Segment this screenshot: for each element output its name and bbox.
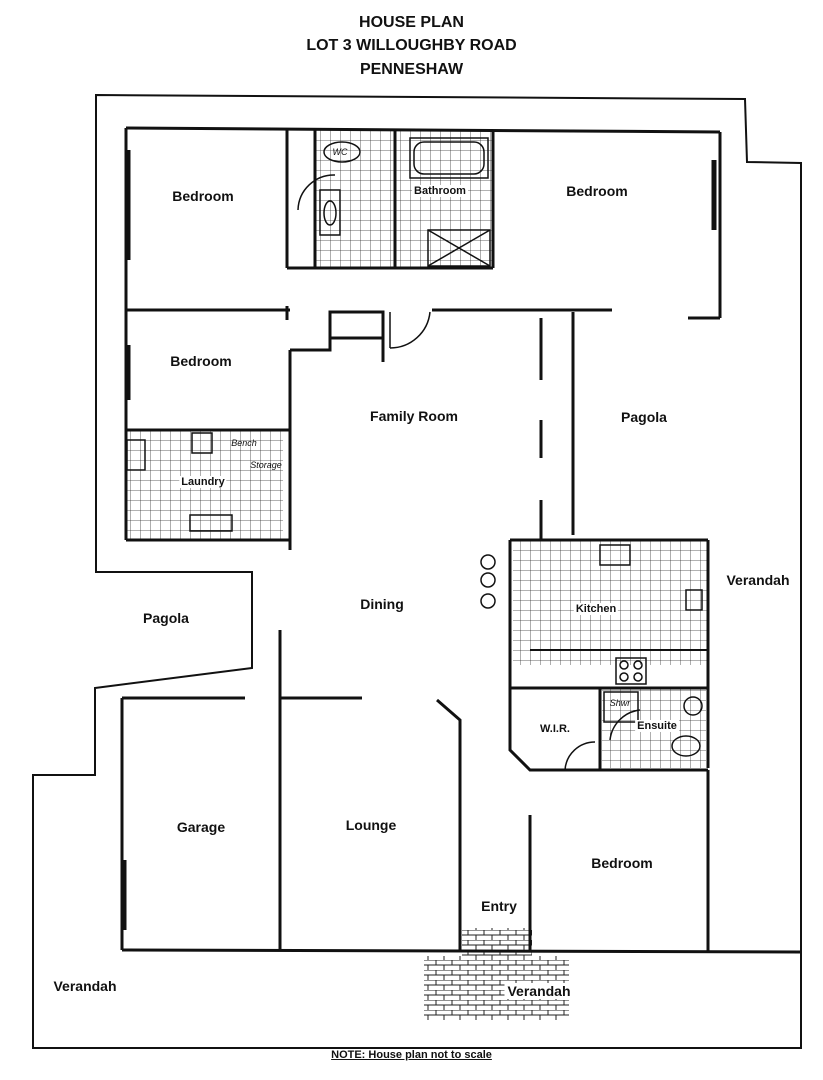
room-label-bedroom-ne: Bedroom [566, 183, 628, 199]
room-label-entry: Entry [481, 898, 517, 914]
fixture-label-bench: Bench [231, 438, 257, 448]
room-label-bedroom-se: Bedroom [591, 855, 653, 871]
room-label-dining: Dining [360, 596, 404, 612]
room-label-bathroom: Bathroom [412, 185, 468, 197]
room-label-bedroom-w: Bedroom [170, 353, 232, 369]
room-label-verandah-s: Verandah [504, 983, 574, 999]
scale-note: NOTE: House plan not to scale [331, 1049, 492, 1061]
room-label-kitchen: Kitchen [573, 603, 619, 615]
site-boundary [32, 93, 802, 1049]
room-label-ensuite: Ensuite [635, 720, 679, 732]
room-label-lounge: Lounge [345, 817, 397, 833]
room-label-garage: Garage [176, 819, 226, 835]
kitchen-tiles [513, 540, 708, 665]
fixture-label-shwr: Shwr [609, 698, 631, 708]
room-label-bedroom-nw: Bedroom [172, 188, 234, 204]
plan-title-line-3: PENNESHAW [359, 61, 464, 78]
room-label-verandah-sw: Verandah [53, 978, 117, 994]
room-label-wir: W.I.R. [540, 723, 570, 735]
room-label-family-room: Family Room [370, 408, 458, 424]
room-label-pagola-w: Pagola [143, 610, 189, 626]
fixture-label-wc: WC [332, 147, 348, 157]
room-label-laundry: Laundry [179, 476, 227, 488]
plan-title-line-2: LOT 3 WILLOUGHBY ROAD [306, 37, 517, 54]
plan-title-line-1: HOUSE PLAN [359, 14, 464, 31]
fixture-label-storage: Storage [250, 460, 282, 470]
room-label-pagola-e: Pagola [621, 409, 667, 425]
room-label-verandah-e: Verandah [726, 572, 790, 588]
